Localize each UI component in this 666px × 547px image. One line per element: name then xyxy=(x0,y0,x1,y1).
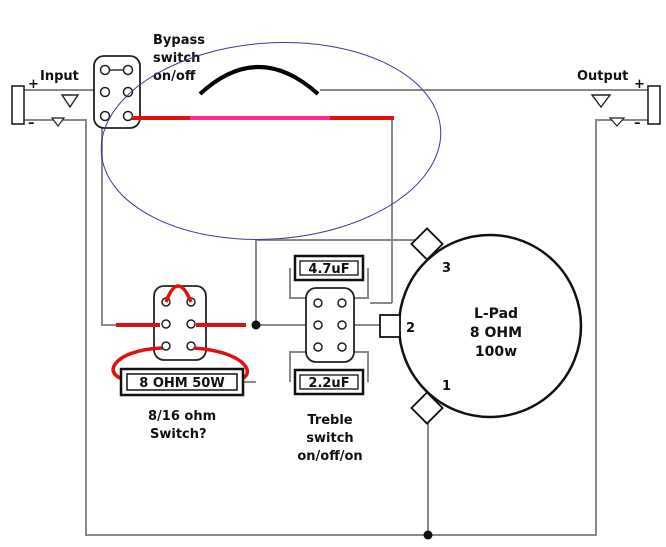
lpad-pin3-tab xyxy=(410,227,444,261)
lpad xyxy=(379,227,583,425)
bypass-label-line1: Bypass xyxy=(153,33,205,48)
ohm-switch-top-jumper xyxy=(164,284,193,303)
output-ground-triangle xyxy=(608,117,626,127)
junction-to-pin3-wire xyxy=(255,239,416,325)
ohm-switch-question-line2: Switch? xyxy=(150,427,207,442)
lpad-pin1-tab xyxy=(410,391,444,425)
bypass-to-ohm-switch-wire xyxy=(101,112,160,326)
lpad-label-line3: 100w xyxy=(475,344,517,360)
input-tip-triangle xyxy=(60,94,80,109)
capacitor-bottom xyxy=(293,368,365,396)
treble-label-line1: Treble xyxy=(307,413,352,428)
lpad-pin2-label: 2 xyxy=(406,321,415,336)
input-label: Input xyxy=(40,69,79,84)
output-minus-label: – xyxy=(634,116,641,131)
bypass-label-line3: on/off xyxy=(153,69,196,84)
output-tip-triangle xyxy=(590,94,612,109)
ohm-switch-question-line1: 8/16 ohm xyxy=(148,409,216,424)
treble-label-line3: on/off/on xyxy=(297,449,362,464)
lpad-pin3-label: 3 xyxy=(442,261,451,276)
input-minus-label: – xyxy=(28,116,35,131)
input-jack xyxy=(11,85,80,127)
cap-bottom-label: 2.2uF xyxy=(308,376,349,391)
output-label: Output xyxy=(577,69,628,84)
resistor xyxy=(119,367,245,397)
input-ground-wire xyxy=(24,119,428,536)
treble-label-line2: switch xyxy=(306,431,353,446)
ground-junction-dot xyxy=(423,530,433,540)
cap-top-left-wire xyxy=(289,268,312,299)
cap-top-label: 4.7uF xyxy=(308,262,349,277)
lpad-pin2-tab xyxy=(379,314,401,338)
output-jack xyxy=(590,85,661,127)
lpad-label-line2: 8 OHM xyxy=(470,325,522,341)
lpad-label-line1: L-Pad xyxy=(474,306,518,322)
capacitor-top xyxy=(293,254,365,282)
treble-switch xyxy=(305,287,355,363)
input-plus-label: + xyxy=(28,77,39,92)
junction-dot xyxy=(251,320,261,330)
input-ground-triangle xyxy=(50,117,66,127)
cap-bottom-left-wire xyxy=(289,351,312,382)
lpad-pin1-label: 1 xyxy=(442,379,451,394)
bypass-switch xyxy=(93,55,141,129)
output-plus-label: + xyxy=(634,77,645,92)
highlight-ellipse xyxy=(100,42,442,240)
black-jumper-wire xyxy=(198,65,320,96)
bypass-label-line2: switch xyxy=(153,51,200,66)
resistor-label: 8 OHM 50W xyxy=(139,376,224,391)
